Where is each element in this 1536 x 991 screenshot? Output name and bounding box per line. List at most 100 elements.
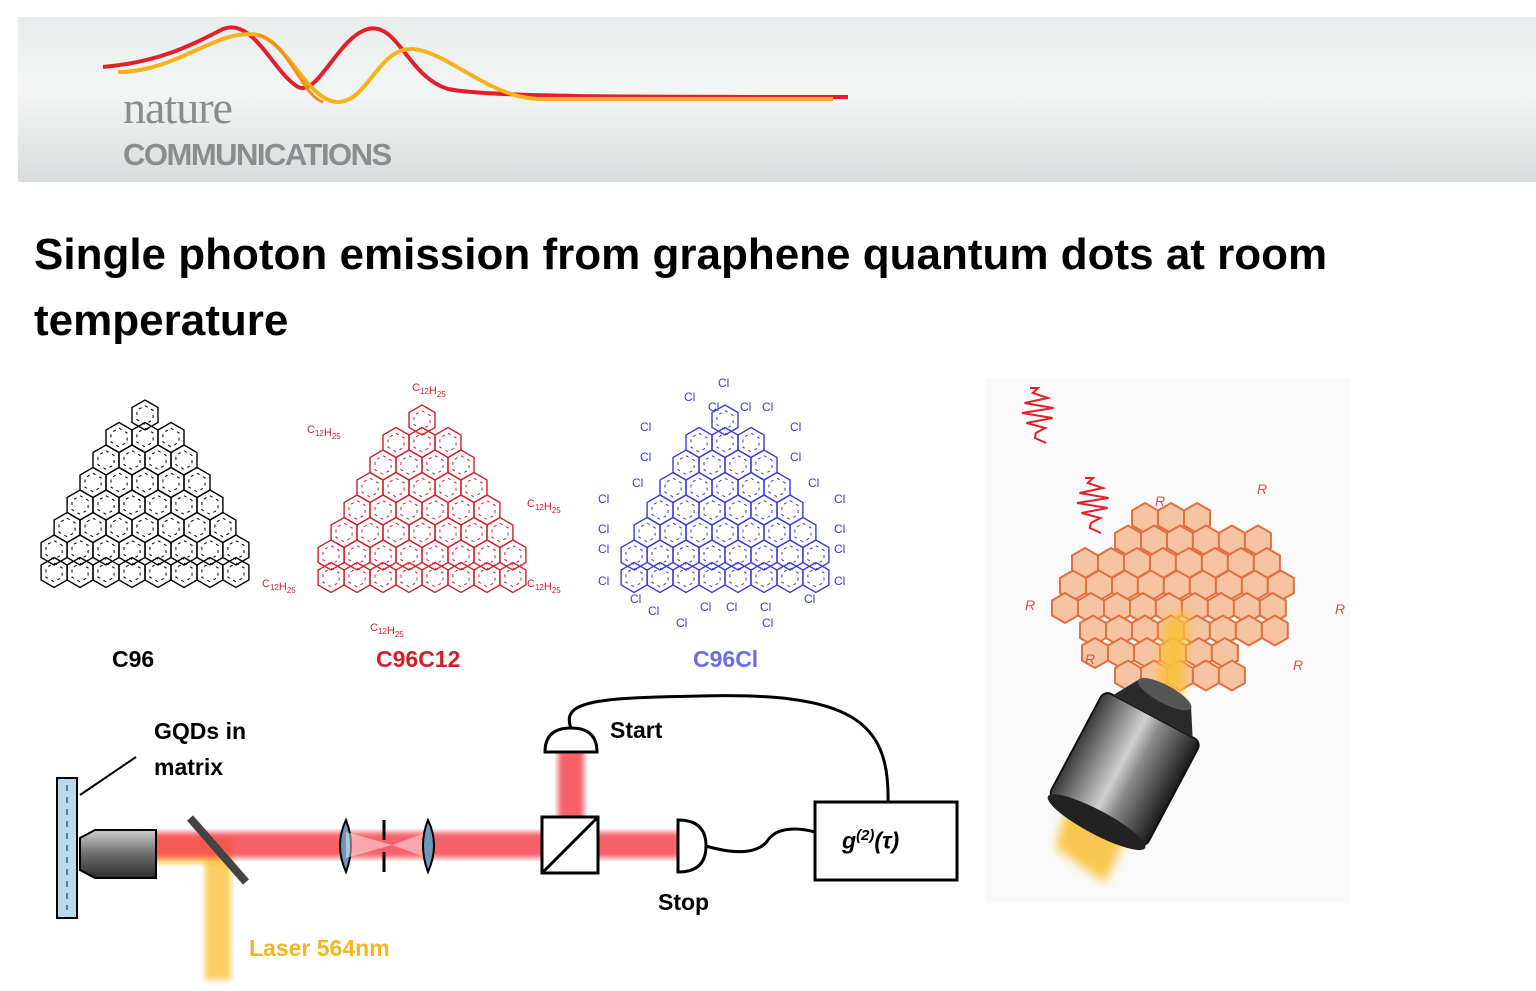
- cl-substituent: Cl: [790, 420, 801, 434]
- benzene-ring: [395, 561, 423, 594]
- benzene-ring: [646, 561, 674, 594]
- aromatic-bond: [716, 522, 734, 543]
- aromatic-bond: [400, 455, 418, 475]
- aromatic-bond: [426, 455, 444, 475]
- aromatic-bond: [374, 545, 392, 565]
- aromatic-bond: [690, 522, 708, 543]
- start-label: Start: [610, 717, 663, 743]
- c12h25-substituent: C12H25: [527, 578, 561, 595]
- aromatic-bond: [71, 495, 89, 515]
- aromatic-bond: [387, 522, 405, 543]
- aromatic-bond: [201, 540, 219, 560]
- aromatic-bond: [413, 432, 431, 453]
- benzene-ring: [711, 404, 739, 436]
- aromatic-bond: [374, 455, 392, 475]
- journal-banner: nature COMMUNICATIONS: [18, 17, 1536, 182]
- aromatic-bond: [491, 522, 509, 543]
- microscope-objective: [1047, 677, 1200, 851]
- benzene-ring: [499, 539, 527, 571]
- aromatic-bond: [426, 500, 444, 520]
- aromatic-bond: [400, 500, 418, 520]
- aromatic-bond: [413, 410, 431, 430]
- aromatic-bond: [162, 517, 180, 538]
- aromatic-bond: [175, 540, 193, 560]
- cl-substituent: Cl: [598, 574, 609, 588]
- aromatic-bond: [768, 522, 786, 543]
- aromatic-bond: [807, 545, 825, 565]
- benzene-ring: [395, 539, 423, 571]
- aromatic-bond: [690, 432, 708, 453]
- emitted-photons: [1021, 387, 1109, 534]
- aromatic-bond: [729, 545, 747, 565]
- aromatic-bond: [755, 500, 773, 520]
- aromatic-bond: [452, 567, 470, 588]
- aromatic-bond: [149, 495, 167, 515]
- aromatic-bond: [651, 567, 669, 588]
- aromatic-bond: [426, 567, 444, 588]
- aromatic-bond: [188, 517, 206, 538]
- benzene-ring: [447, 561, 475, 594]
- benzene-ring: [620, 561, 648, 594]
- aromatic-bond: [97, 562, 115, 583]
- aromatic-bond: [188, 472, 206, 493]
- cl-substituent: Cl: [834, 492, 845, 506]
- aromatic-bond: [335, 522, 353, 543]
- aromatic-bond: [703, 455, 721, 475]
- aromatic-bond: [348, 500, 366, 520]
- aromatic-bond: [97, 495, 115, 515]
- aromatic-bond: [110, 517, 128, 538]
- molecule-label-c96: C96: [112, 646, 155, 672]
- aromatic-bond: [361, 477, 379, 498]
- cl-substituent: Cl: [630, 592, 641, 606]
- r-group-label: R: [1155, 493, 1165, 509]
- aromatic-bond: [71, 540, 89, 560]
- r-group-label: R: [1025, 597, 1035, 613]
- cl-substituent: Cl: [834, 522, 845, 536]
- benzene-ring: [672, 561, 700, 594]
- benzene-ring: [473, 539, 501, 571]
- aromatic-bond: [84, 517, 102, 538]
- aromatic-bond: [690, 477, 708, 498]
- molecule-label-c96cl: C96Cl: [693, 646, 759, 672]
- cl-substituent: Cl: [740, 400, 751, 414]
- aromatic-bond: [45, 562, 63, 583]
- aromatic-bond: [348, 545, 366, 565]
- aromatic-bond: [84, 472, 102, 493]
- benzene-ring: [620, 539, 648, 571]
- benzene-ring: [802, 561, 830, 594]
- laser-label: Laser 564nm: [249, 935, 390, 961]
- benzene-ring: [317, 539, 345, 571]
- aromatic-bond: [452, 545, 470, 565]
- aromatic-bond: [452, 455, 470, 475]
- aromatic-bond: [400, 567, 418, 588]
- aromatic-bond: [716, 410, 734, 430]
- stop-cable: [705, 827, 816, 854]
- dichroic-mirror: [186, 815, 250, 885]
- aromatic-bond: [478, 500, 496, 520]
- benzene-ring: [499, 561, 527, 594]
- aromatic-bond: [426, 545, 444, 565]
- aromatic-bond: [755, 545, 773, 565]
- benzene-ring: [144, 556, 172, 589]
- r-group-label: R: [1085, 651, 1095, 667]
- aromatic-bond: [374, 500, 392, 520]
- aromatic-bond: [638, 522, 656, 543]
- c96-structure: [40, 399, 250, 589]
- stop-detector: [676, 818, 708, 874]
- optical-setup-diagram: [56, 694, 959, 980]
- aromatic-bond: [322, 567, 340, 588]
- aromatic-bond: [677, 500, 695, 520]
- c12h25-substituent: C12H25: [370, 622, 404, 639]
- journal-wave-logo: [102, 25, 849, 105]
- benzene-ring: [66, 556, 94, 589]
- aromatic-bond: [729, 567, 747, 588]
- benzene-ring: [421, 561, 449, 594]
- correlator-g: g: [842, 827, 857, 854]
- aromatic-bond: [703, 545, 721, 565]
- benzene-ring: [421, 539, 449, 571]
- lens-1: [339, 817, 352, 875]
- benzene-ring: [750, 561, 778, 594]
- aromatic-bond: [71, 562, 89, 583]
- benzene-ring: [92, 534, 120, 566]
